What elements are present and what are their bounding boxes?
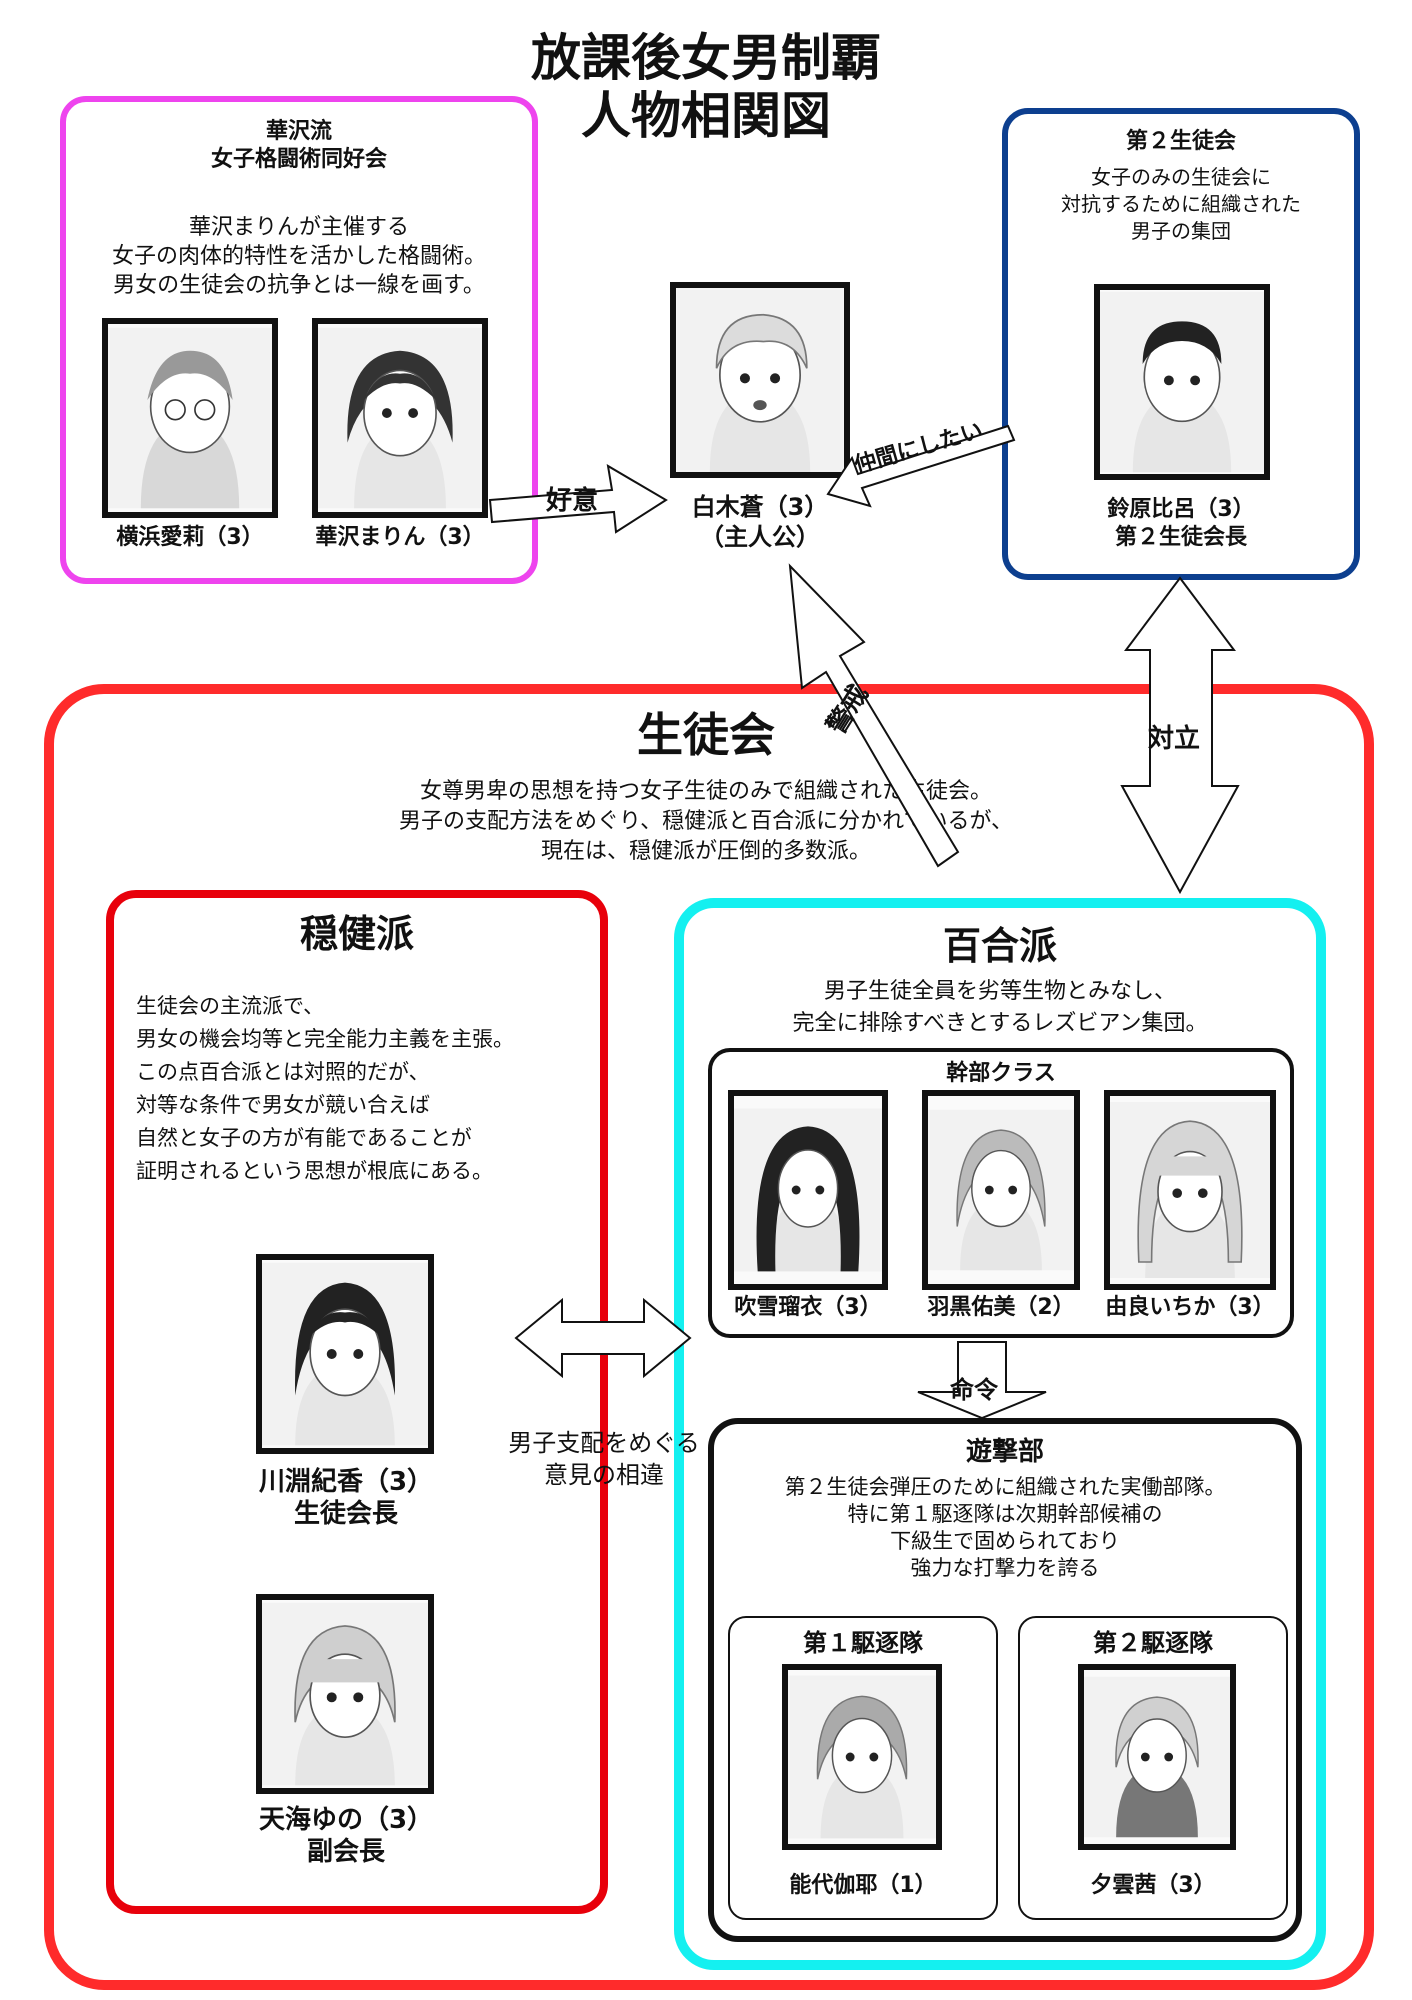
arrow-oppose-label: 対立 [1148, 724, 1201, 754]
moderate-desc-line: この点百合派とは対照的だが、 [136, 1060, 430, 1084]
moderate-faction-name: 穏健派 [299, 912, 414, 956]
kajiwara-club-name1: 華沢流 [265, 119, 332, 144]
arrow-favor-label: 好意 [546, 486, 599, 516]
arrow-want-ally [826, 424, 1016, 508]
name-kawabuchi-norika: 川淵紀香（3） [258, 1467, 434, 1497]
student-council-box [44, 684, 1374, 1990]
portrait-amami-yuno [256, 1594, 434, 1794]
name-kajiwara-marin: 華沢まりん（3） [315, 525, 485, 550]
moderate-desc-line: 自然と女子の方が有能であることが [136, 1126, 472, 1150]
arrow-order [917, 1341, 1047, 1420]
second-council-name: 第２生徒会 [1125, 129, 1236, 154]
strike-division-desc1: 第２生徒会弾圧のために組織された実働部隊。 [784, 1475, 1226, 1499]
kajiwara-club-desc2: 女子の肉体的特性を活かした格闘術。 [111, 244, 486, 269]
student-council-name: 生徒会 [637, 708, 775, 762]
kajiwara-club-name2: 女子格闘術同好会 [210, 147, 387, 172]
squad2-box [1018, 1616, 1288, 1920]
name-shiraki-ao: 白木蒼（3） [691, 493, 829, 521]
arrow-oppose [1120, 576, 1240, 895]
arrow-disagreement-label1: 男子支配をめぐる [508, 1429, 700, 1457]
portrait-shiraki-ao [670, 282, 850, 478]
portrait-suzuhara-hiro [1094, 284, 1270, 480]
squad1-box [728, 1616, 998, 1920]
portrait-haguro-yumi [922, 1090, 1080, 1290]
kajiwara-club-desc3: 男女の生徒会の抗争とは一線を画す。 [113, 273, 485, 298]
kajiwara-club-box [60, 96, 538, 584]
strike-division-desc3: 下級生で固められており [890, 1529, 1120, 1553]
arrow-disagreement [514, 1297, 692, 1379]
lily-faction-desc1: 男子生徒全員を劣等生物とみなし、 [823, 979, 1176, 1004]
arrow-favor [488, 464, 668, 534]
portrait-kajiwara-marin [312, 318, 488, 518]
role-kawabuchi-norika: 生徒会長 [293, 1499, 398, 1529]
diagram-title-line1: 放課後女男制覇 [531, 29, 881, 87]
arrow-caution [788, 563, 960, 868]
diagram-title-line2: 人物相関図 [581, 87, 831, 145]
moderate-faction-desc: 生徒会の主流派で、 男女の機会均等と完全能力主義を主張。 この点百合派とは対照的… [136, 990, 596, 1188]
role-shiraki-ao: （主人公） [700, 523, 820, 551]
kajiwara-club-desc1: 華沢まりんが主催する [188, 215, 409, 240]
executives-box [708, 1048, 1294, 1338]
name-yokohama-airi: 横浜愛莉（3） [116, 525, 264, 550]
name-fubuki-rui: 吹雪瑠衣（3） [734, 1295, 882, 1320]
moderate-faction-box [106, 890, 608, 1914]
name-noshiro-kaya: 能代伽耶（1） [789, 1873, 937, 1898]
squad2-name: 第２駆逐隊 [1093, 1629, 1213, 1657]
second-council-desc2: 対抗するために組織された [1061, 192, 1301, 216]
strike-division-name: 遊撃部 [965, 1437, 1044, 1467]
portrait-fubuki-rui [728, 1090, 888, 1290]
name-yura-ichika: 由良いちか（3） [1105, 1295, 1275, 1320]
moderate-desc-line: 対等な条件で男女が競い合えば [136, 1093, 430, 1117]
name-suzuhara-hiro: 鈴原比呂（3） [1107, 497, 1255, 522]
moderate-desc-line: 証明されるという思想が根底にある。 [136, 1159, 493, 1183]
strike-division-desc2: 特に第１駆逐隊は次期幹部候補の [847, 1502, 1163, 1526]
strike-division-box [708, 1418, 1302, 1942]
role-amami-yuno: 副会長 [306, 1837, 385, 1867]
executives-label: 幹部クラス [946, 1061, 1056, 1086]
name-amami-yuno: 天海ゆの（3） [258, 1805, 434, 1835]
moderate-desc-line: 男女の機会均等と完全能力主義を主張。 [136, 1027, 514, 1051]
lily-faction-box [674, 898, 1326, 1970]
portrait-yokohama-airi [102, 318, 278, 518]
portrait-yugumo-akane [1078, 1664, 1236, 1850]
second-council-box [1002, 108, 1360, 580]
portrait-noshiro-kaya [782, 1664, 942, 1850]
portrait-kawabuchi-norika [256, 1254, 434, 1454]
role-suzuhara-hiro: 第２生徒会長 [1114, 525, 1247, 550]
second-council-desc1: 女子のみの生徒会に [1091, 165, 1271, 189]
student-council-desc3: 現在は、穏健派が圧倒的多数派。 [540, 839, 871, 864]
second-council-desc3: 男子の集団 [1131, 219, 1231, 243]
arrow-order-label: 命令 [950, 1376, 998, 1404]
arrow-disagreement-label2: 意見の相違 [544, 1461, 664, 1489]
name-haguro-yumi: 羽黒佑美（2） [927, 1295, 1075, 1320]
squad1-name: 第１駆逐隊 [803, 1629, 923, 1657]
portrait-yura-ichika [1104, 1090, 1276, 1290]
strike-division-desc4: 強力な打撃力を誇る [910, 1556, 1100, 1580]
lily-faction-desc2: 完全に排除すべきとするレズビアン集団。 [792, 1011, 1208, 1036]
moderate-desc-line: 生徒会の主流派で、 [136, 994, 325, 1018]
name-yugumo-akane: 夕雲茜（3） [1090, 1873, 1216, 1898]
lily-faction-name: 百合派 [942, 924, 1057, 968]
